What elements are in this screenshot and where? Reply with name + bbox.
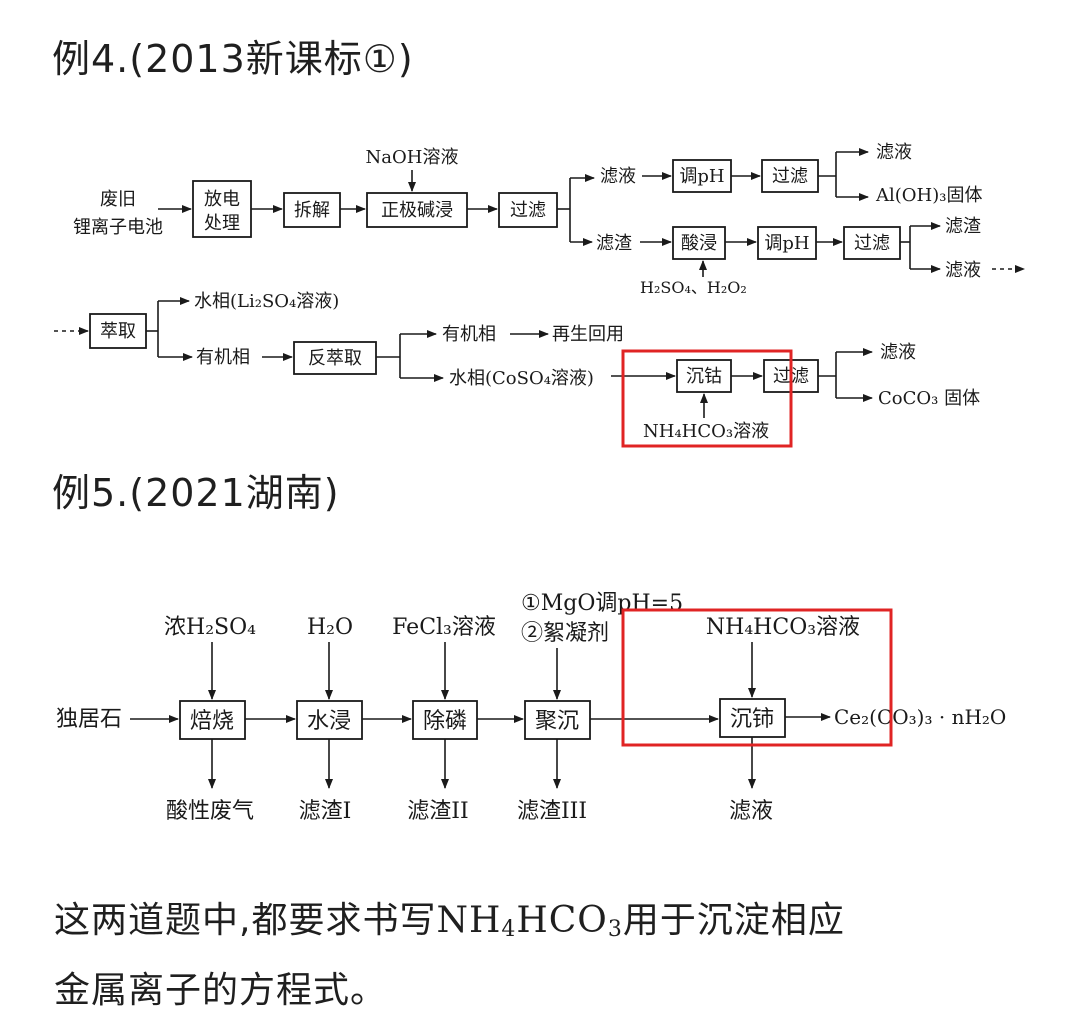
summary-formula-sub4: 4 bbox=[501, 917, 517, 942]
box-extract-label: 萃取 bbox=[100, 321, 136, 342]
water-phase-li: 水相(Li₂SO₄溶液) bbox=[194, 291, 339, 312]
input-battery-line1: 废旧 bbox=[100, 189, 136, 210]
ex5-box-water-leach-label: 水浸 bbox=[307, 709, 351, 734]
box-filter2-label: 过滤 bbox=[772, 166, 808, 187]
box-acid-leach bbox=[672, 226, 726, 260]
water-phase-co: 水相(CoSO₄溶液) bbox=[449, 368, 594, 389]
summary-formula-nh: NH bbox=[436, 900, 502, 941]
ex5-input: 独居石 bbox=[56, 707, 122, 732]
reagent-nh4hco3: NH₄HCO₃溶液 bbox=[643, 421, 769, 442]
ex5-reagent1: 浓H₂SO₄ bbox=[164, 615, 256, 640]
box-back-extract-label: 反萃取 bbox=[308, 348, 362, 369]
ex5-reagent3: FeCl₃溶液 bbox=[392, 615, 496, 640]
organic-phase: 有机相 bbox=[196, 347, 250, 368]
box-back-extract bbox=[293, 341, 377, 375]
ex5-reagent4-line2: ②絮凝剂 bbox=[521, 621, 609, 646]
box-adjust-ph1-label: 调pH bbox=[679, 166, 724, 187]
summary-line2: 金属离子的方程式。 bbox=[54, 970, 388, 1011]
summary-line1: 这两道题中,都要求书写NH4HCO3用于沉淀相应 bbox=[54, 898, 845, 945]
example5-heading: 例5.(2021湖南) bbox=[52, 471, 340, 515]
box-filter3-label: 过滤 bbox=[854, 233, 890, 254]
lower-residue-label: 滤渣 bbox=[596, 233, 632, 254]
out-filtrate1: 滤液 bbox=[876, 142, 912, 163]
example4-heading: 例4.(2013新课标①) bbox=[52, 37, 414, 81]
input-battery-line2: 锂离子电池 bbox=[73, 217, 163, 238]
upper-filtrate-label: 滤液 bbox=[600, 166, 636, 187]
regenerate-label: 再生回用 bbox=[552, 324, 624, 345]
box-acid-leach-label: 酸浸 bbox=[681, 233, 717, 254]
summary-formula-hco: HCO bbox=[516, 900, 608, 941]
box-adjust-ph2 bbox=[757, 226, 817, 260]
out-filtrate2: 滤液 bbox=[945, 260, 981, 281]
box-discharge-label1: 放电 bbox=[204, 189, 240, 210]
box-filter3 bbox=[843, 226, 901, 260]
summary-formula-sub3: 3 bbox=[607, 917, 623, 942]
example4-diagram: 废旧 锂离子电池 放电 处理 拆解 正极碱浸 过滤 调pH 过滤 酸浸 调pH … bbox=[54, 142, 1025, 448]
reagent-naoh: NaOH溶液 bbox=[366, 147, 459, 168]
box-precip-co-label: 沉钴 bbox=[686, 366, 722, 387]
ex5-reagent2: H₂O bbox=[307, 615, 353, 640]
example5-highlight bbox=[621, 608, 893, 747]
ex5-reagent4-line1: ①MgO调pH=5 bbox=[521, 591, 683, 616]
example4-connectors bbox=[54, 148, 1025, 418]
box-filter1-label: 过滤 bbox=[510, 200, 546, 221]
box-disassemble bbox=[283, 192, 341, 228]
box-alkali-leach bbox=[366, 192, 468, 228]
ex5-out-residue2: 滤渣II bbox=[407, 799, 468, 824]
ex5-out-residue3: 滤渣III bbox=[517, 799, 587, 824]
example4-highlight bbox=[621, 349, 793, 448]
box-filter1 bbox=[498, 192, 558, 228]
ex5-box-flocculate-label: 聚沉 bbox=[535, 709, 579, 734]
organic-phase2: 有机相 bbox=[442, 324, 496, 345]
ex5-out-residue1: 滤渣I bbox=[299, 799, 352, 824]
ex5-out-filtrate: 滤液 bbox=[729, 799, 773, 824]
summary-line1-a: 这两道题中,都要求书写 bbox=[54, 900, 437, 941]
box-adjust-ph2-label: 调pH bbox=[764, 233, 809, 254]
out-filtrate3: 滤液 bbox=[880, 342, 916, 363]
ex5-out-gas: 酸性废气 bbox=[166, 799, 254, 824]
example5-connectors bbox=[130, 642, 831, 789]
box-alkali-leach-label: 正极碱浸 bbox=[381, 200, 453, 221]
ex5-product: Ce₂(CO₃)₃ · nH₂O bbox=[834, 705, 1006, 729]
ex5-box-roast-label: 焙烧 bbox=[190, 709, 234, 734]
summary-line1-b: 用于沉淀相应 bbox=[622, 900, 845, 941]
ex5-box-remove-p-label: 除磷 bbox=[423, 709, 467, 734]
box-discharge-label2: 处理 bbox=[204, 213, 240, 234]
ex5-reagent5: NH₄HCO₃溶液 bbox=[706, 615, 860, 640]
out-aloh3: Al(OH)₃固体 bbox=[875, 185, 982, 206]
example5-diagram: 独居石 浓H₂SO₄ H₂O FeCl₃溶液 ①MgO调pH=5 ②絮凝剂 NH… bbox=[56, 591, 1006, 824]
out-coco3: CoCO₃ 固体 bbox=[878, 388, 980, 409]
ex5-box-precip-ce-label: 沉铈 bbox=[730, 707, 774, 732]
reagent-acid: H₂SO₄、H₂O₂ bbox=[640, 278, 747, 297]
out-residue2: 滤渣 bbox=[945, 216, 981, 237]
box-disassemble-label: 拆解 bbox=[294, 200, 330, 221]
